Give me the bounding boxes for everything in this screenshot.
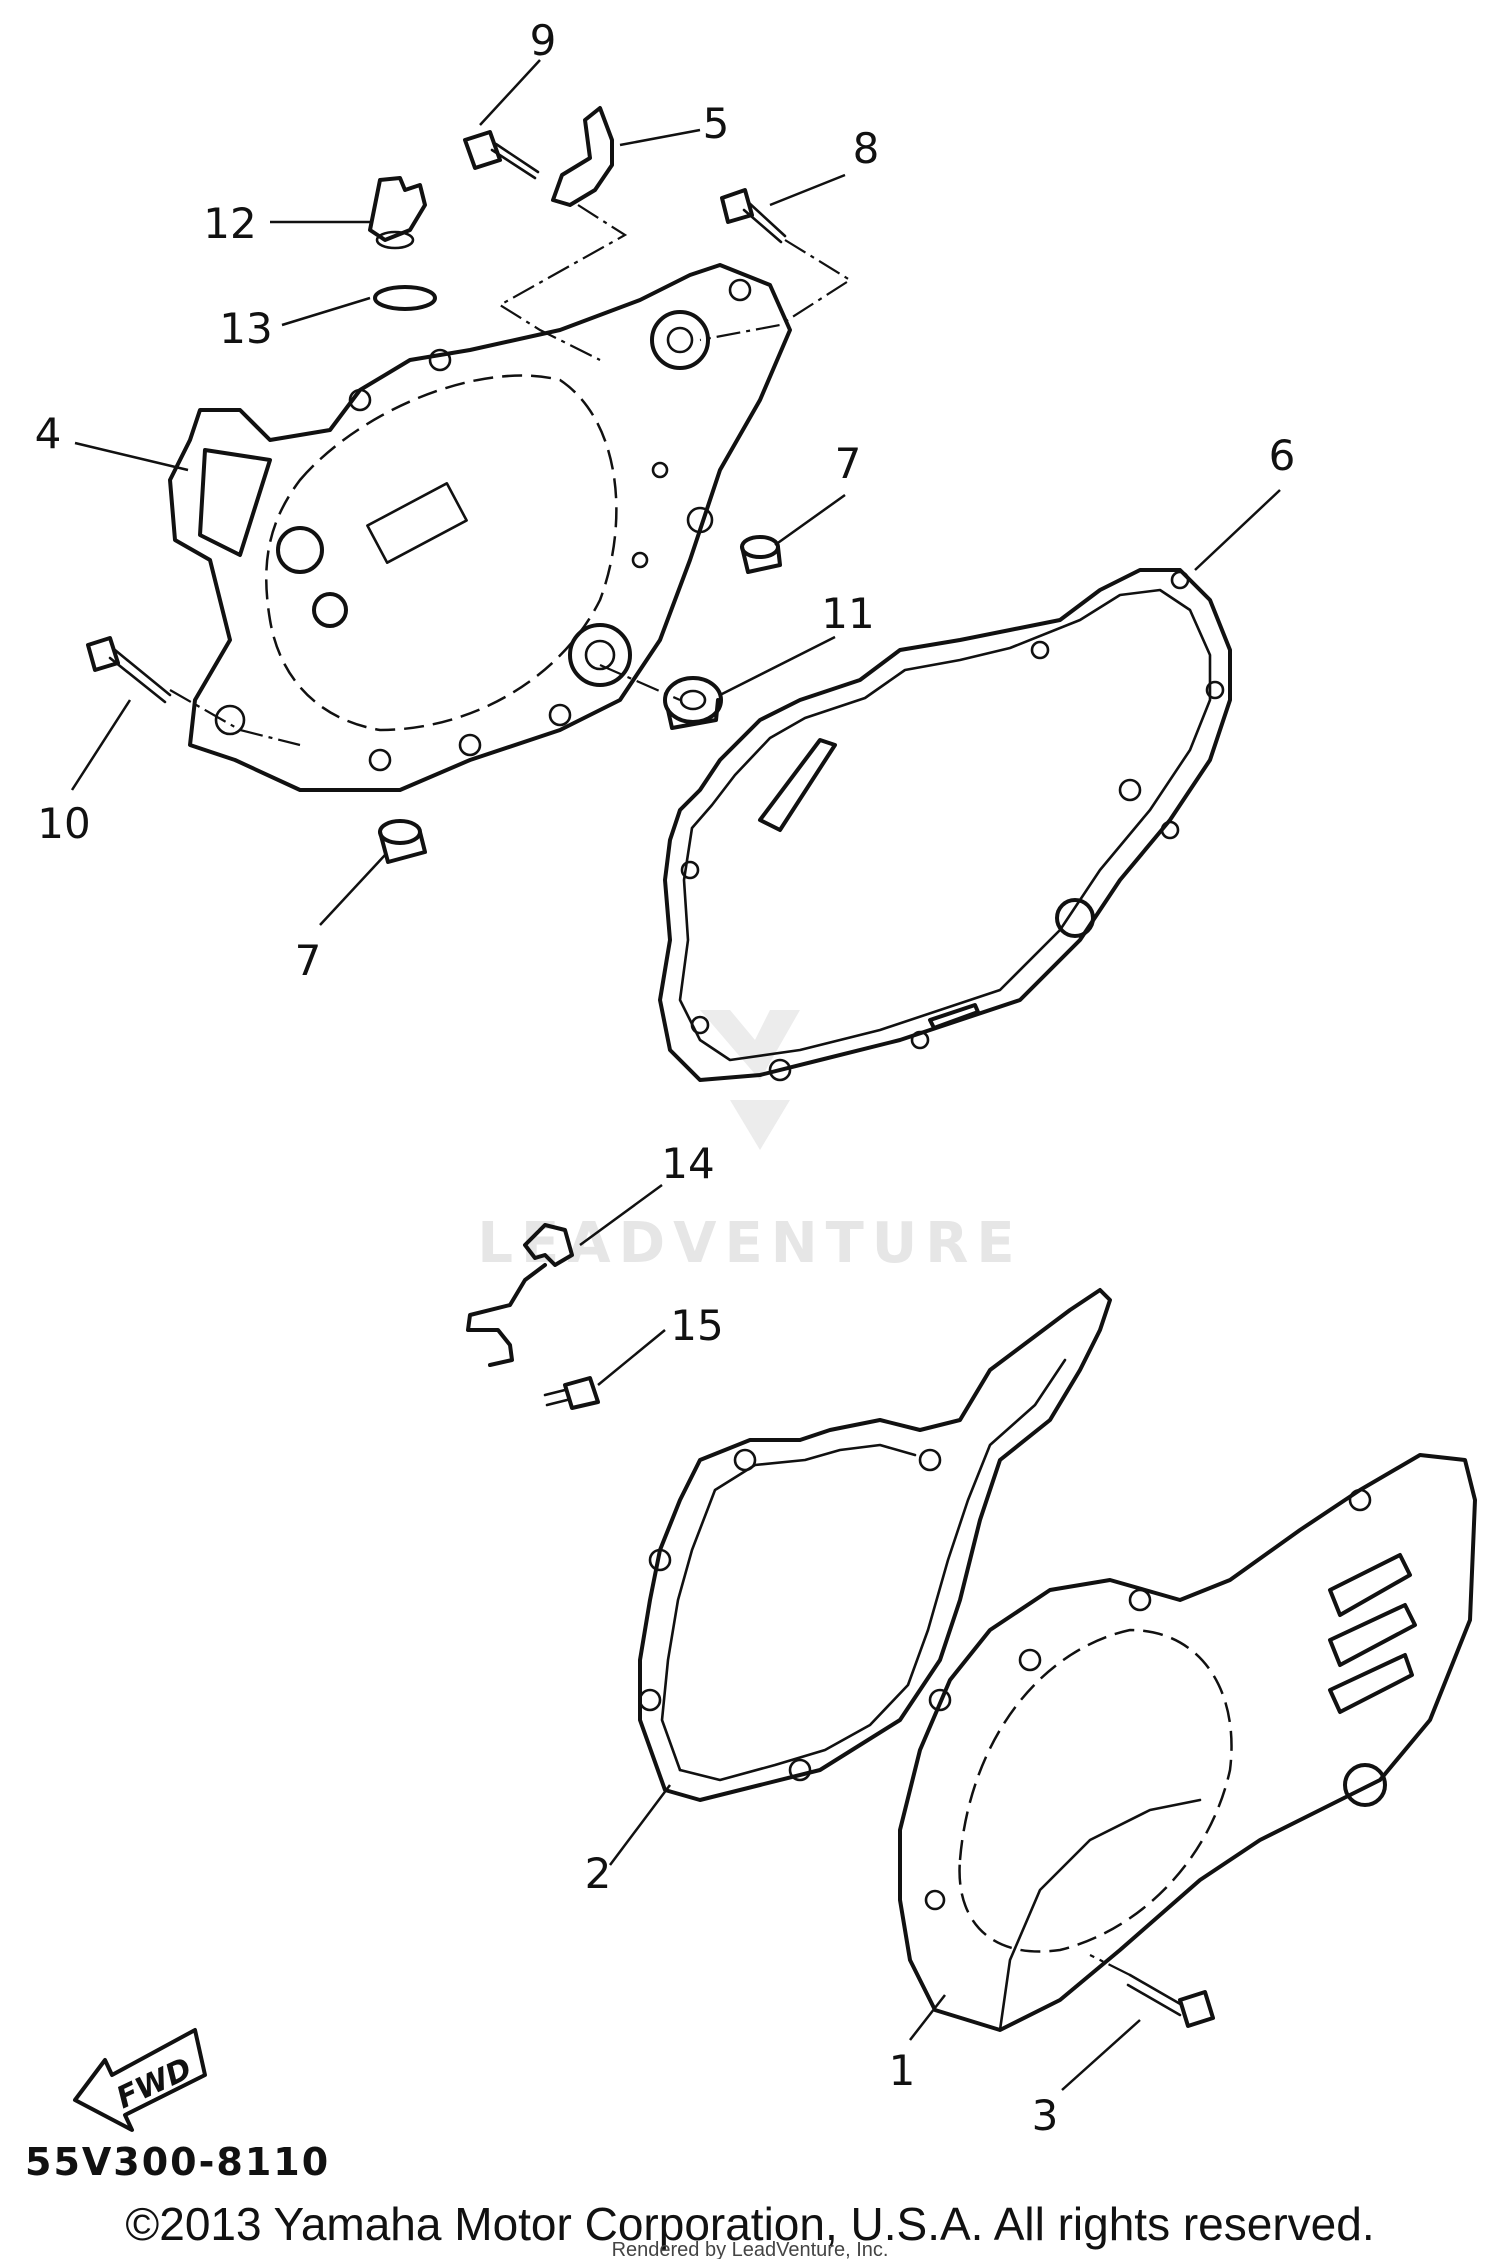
watermark-text: LEADVENTURE: [477, 1211, 1022, 1276]
part-5-bracket: [551, 106, 614, 207]
drawing-code: 55V300-8110: [25, 2140, 330, 2184]
callout-14: 14: [661, 1139, 714, 1188]
callout-4: 4: [35, 409, 62, 458]
part-12-oil-filler-cap: [368, 176, 427, 250]
copyright-notice: ©2013 Yamaha Motor Corporation, U.S.A. A…: [125, 2198, 1374, 2250]
fwd-arrow-icon: FWD: [73, 2028, 207, 2132]
assembly-lines: [169, 204, 1131, 1976]
callout-labels: 1 2 3 4 5 6 7 7 8 9 10 11 12 13 14 15: [35, 16, 1296, 2140]
callout-13: 13: [219, 304, 272, 353]
leader-lines: [70, 59, 1281, 2091]
part-13-o-ring: [373, 285, 437, 311]
part-3-screw: [1126, 1973, 1215, 2028]
part-6-gasket: [658, 568, 1232, 1082]
callout-7-upper: 7: [835, 439, 862, 488]
callout-9: 9: [530, 16, 557, 65]
part-7-dowel-pin-lower: [378, 819, 427, 864]
callout-3: 3: [1032, 2091, 1059, 2140]
part-2-gasket: [638, 1288, 1112, 1802]
callout-12: 12: [203, 199, 256, 248]
callout-7-lower: 7: [295, 936, 322, 985]
callout-11: 11: [821, 589, 874, 638]
watermark: LEADVENTURE: [477, 1010, 1022, 1276]
fwd-label: FWD: [111, 2051, 197, 2116]
watermark-logo: [700, 1010, 800, 1150]
callout-2: 2: [585, 1849, 612, 1898]
part-15-screw: [543, 1376, 600, 1410]
part-7-dowel-pin-upper: [740, 535, 782, 574]
callout-6: 6: [1269, 431, 1296, 480]
part-14-clamp: [466, 1223, 574, 1367]
part-8-bolt: [720, 188, 787, 244]
rendered-by-notice: Rendered by LeadVenture, Inc.: [612, 2239, 889, 2259]
callout-15: 15: [670, 1301, 723, 1350]
part-11-oil-seal: [663, 676, 723, 730]
part-10-bolt: [86, 636, 172, 704]
part-4-crankcase-cover: [168, 263, 792, 792]
part-9-bolt: [463, 130, 540, 180]
part-1-crankcase-cover: [898, 1453, 1477, 2032]
callout-8: 8: [853, 124, 880, 173]
callout-1: 1: [889, 2046, 916, 2095]
callout-5: 5: [703, 99, 730, 148]
callout-10: 10: [37, 799, 90, 848]
